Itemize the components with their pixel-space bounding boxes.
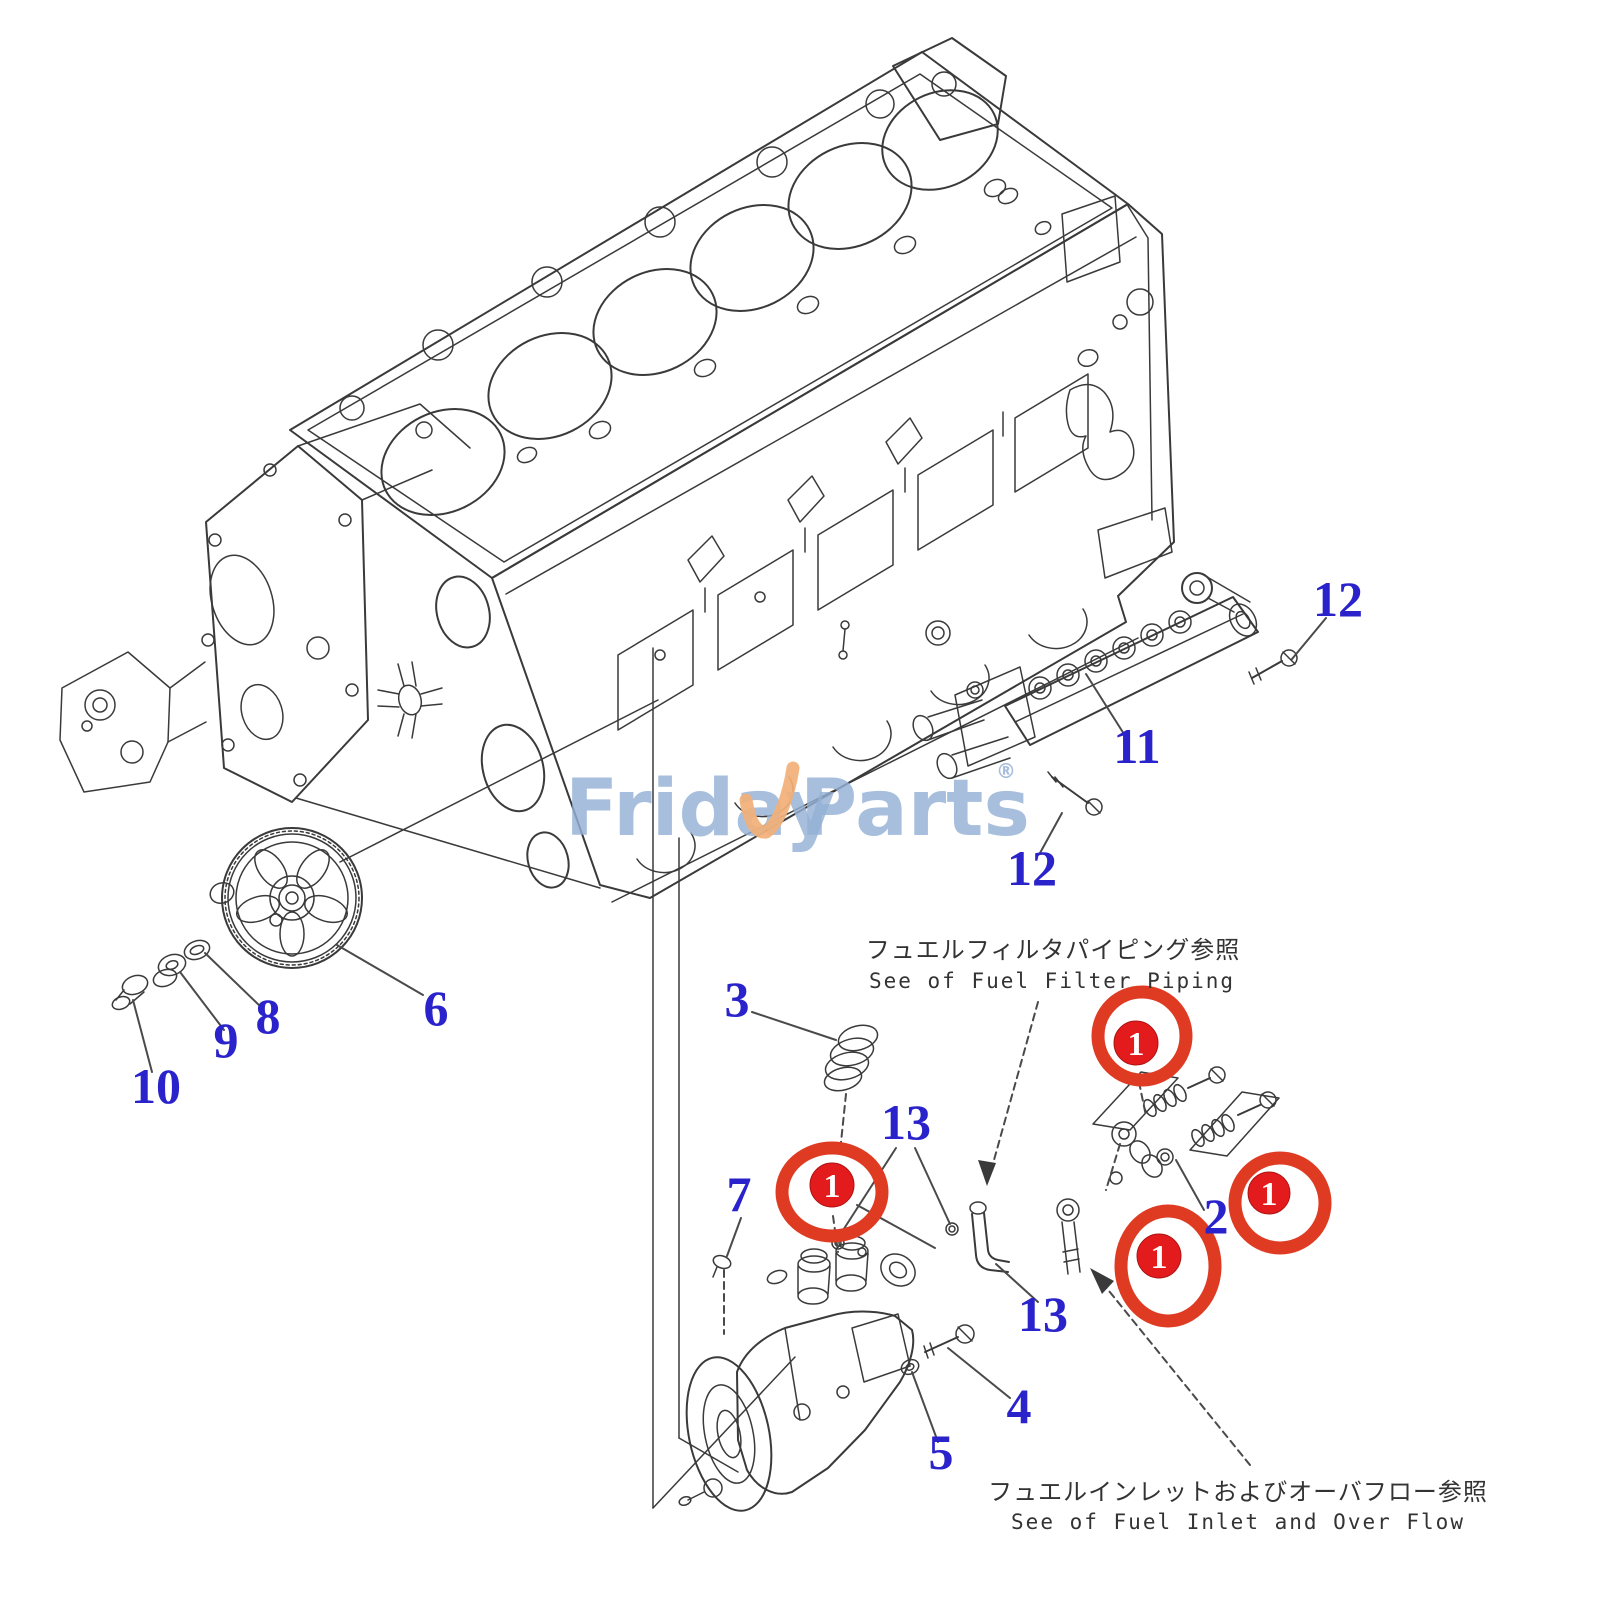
block-side-face [491,203,1175,903]
elbow-and-fittings [831,1198,1081,1275]
engine-block-drawing [59,37,1175,1509]
plug-7 [712,1254,732,1278]
part-label-13-lower: 13 [1018,1286,1068,1342]
watermark-registered-mark: ® [996,759,1016,783]
part-label-12-bottom: 12 [1007,840,1057,896]
part-label-11: 11 [1113,718,1160,774]
deck-bolt-holes [339,89,895,421]
cylinder-bores [380,89,999,516]
part-label-3: 3 [725,971,750,1027]
part-label-7: 7 [727,1166,752,1222]
block-right-end [1061,195,1173,579]
fuel-filter-note-jp: フュエルフィルタパイピング参照 [866,936,1241,964]
fuel-inlet-note-jp: フュエルインレットおよびオーバフロー参照 [988,1478,1488,1506]
fuel-manifold-drawing [912,572,1298,816]
injection-pump-drawing [678,1235,975,1512]
callout-1-inlet-overflow: 1 [1114,1204,1222,1328]
fuel-filter-note-en: See of Fuel Filter Piping [869,969,1235,993]
part-label-8: 8 [256,988,281,1044]
bolt-12-top [1248,649,1298,685]
part-label-9: 9 [214,1012,239,1068]
part-number-labels: 3 7 6 8 9 10 13 13 4 5 2 11 12 12 [131,571,1363,1480]
banjo-bolt-spring-1 [1143,1066,1226,1118]
small-parts-8-9-10 [111,939,211,1011]
deck-corner-plate [892,37,1007,141]
watermark-check-icon [739,761,800,839]
callout-number: 1 [1261,1176,1278,1213]
callout-1-filter: 1 [1091,985,1193,1087]
bolt-4 [923,1324,975,1359]
banjo-bolt-cluster [1092,1066,1280,1185]
callout-number: 1 [824,1168,841,1205]
deck-small-holes [516,178,1052,464]
callout-number: 1 [1128,1026,1145,1063]
banjo-bolt-spring-2 [1191,1091,1277,1148]
part-label-6: 6 [424,980,449,1036]
watermark: Friday Parts ® [565,759,1030,854]
part-label-13-upper: 13 [881,1094,931,1150]
part-label-2: 2 [1204,1188,1229,1244]
watermark-text-right: Parts [800,764,1030,854]
left-mount-bracket [59,651,207,793]
manifold-fittings [1028,610,1192,700]
callout-1-pump: 1 [775,1141,889,1243]
callout-1-fitting-right: 1 [1228,1151,1332,1255]
mounting-strip [652,647,796,1509]
part-label-12-top: 12 [1313,571,1363,627]
plug-3-drawing [823,1024,879,1092]
timing-gear-drawing [209,827,363,969]
washer-5 [900,1358,920,1376]
arrowhead-inlet-note [1090,1268,1114,1294]
part-label-5: 5 [929,1424,954,1480]
fuel-inlet-note-en: See of Fuel Inlet and Over Flow [1011,1510,1465,1534]
timing-case-plate [201,403,471,803]
callout-circles: 1 1 1 1 [775,985,1332,1328]
callout-number: 1 [1151,1239,1168,1276]
part-label-4: 4 [1007,1378,1032,1434]
dashed-leaders [723,1001,1251,1466]
block-front-face [295,575,659,889]
part-label-10: 10 [131,1058,181,1114]
reference-notes: フュエルフィルタパイピング参照 See of Fuel Filter Pipin… [866,936,1488,1534]
bolt-12-bottom [1047,771,1103,816]
leader-lines [132,617,1327,1443]
arrowhead-filter-note [978,1160,996,1186]
